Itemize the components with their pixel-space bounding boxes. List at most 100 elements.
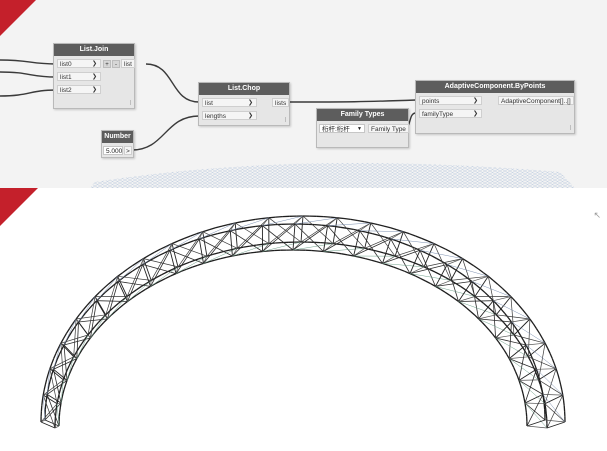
- truss-member: [54, 425, 60, 429]
- truss-member: [63, 344, 68, 381]
- truss-member: [46, 368, 51, 395]
- truss-member: [64, 380, 68, 386]
- truss-member: [525, 407, 527, 413]
- input-port-lengths[interactable]: lengths❯: [202, 111, 257, 120]
- corner-accent: [0, 0, 36, 36]
- truss-member: [55, 408, 57, 414]
- truss-member: [208, 259, 216, 263]
- truss-member: [493, 300, 531, 320]
- truss-member: [412, 261, 419, 266]
- arrow-right-icon: ❯: [91, 74, 97, 80]
- truss-member: [63, 332, 68, 339]
- truss-member: [544, 342, 549, 349]
- output-port-number[interactable]: >: [124, 146, 132, 155]
- output-port-lists[interactable]: lists: [272, 98, 290, 107]
- truss-member: [534, 370, 538, 376]
- truss-member: [42, 394, 56, 429]
- truss-member: [63, 384, 67, 390]
- truss-member: [364, 231, 404, 249]
- truss-member: [63, 318, 77, 346]
- input-port-list0[interactable]: list0❯: [57, 59, 101, 68]
- truss-member: [292, 223, 296, 251]
- truss-member: [524, 369, 537, 404]
- truss-member: [292, 243, 334, 251]
- node-adaptive-component-by-points[interactable]: AdaptiveComponent.ByPoints points❯ famil…: [415, 80, 575, 134]
- input-port-family-type[interactable]: familyType❯: [419, 109, 482, 118]
- truss-member: [193, 238, 200, 242]
- truss-member: [181, 242, 188, 247]
- node-number[interactable]: Number 5.000 >: [101, 130, 134, 158]
- truss-member: [60, 342, 75, 358]
- truss-member: [434, 271, 441, 276]
- truss-member: [212, 252, 220, 256]
- truss-member: [268, 249, 275, 252]
- truss-member: [471, 275, 489, 282]
- truss-member: [256, 243, 263, 246]
- truss-member: [524, 402, 545, 405]
- wires: [0, 59, 417, 151]
- truss-member: [516, 338, 521, 344]
- truss-member: [528, 342, 546, 358]
- truss-member: [453, 297, 459, 303]
- truss-member: [113, 280, 119, 286]
- truss-member: [508, 344, 527, 359]
- truss-member: [538, 379, 542, 385]
- truss-member: [230, 230, 263, 252]
- truss-member: [450, 279, 457, 285]
- truss-member: [447, 258, 463, 265]
- node-list-join[interactable]: List.Join list0❯ list1❯ list2❯ + - list …: [53, 43, 135, 109]
- truss-member: [327, 217, 338, 226]
- truss-member: [78, 349, 83, 355]
- family-type-dropdown[interactable]: 桁杆:桁杆 ▼: [319, 124, 365, 133]
- truss-member: [189, 233, 197, 237]
- truss-member: [527, 318, 531, 357]
- model-viewport[interactable]: ↖: [0, 188, 607, 451]
- node-family-types[interactable]: Family Types 桁杆:桁杆 ▼ Family Type: [316, 108, 409, 148]
- graph-canvas[interactable]: List.Join list0❯ list1❯ list2❯ + - list …: [0, 0, 607, 188]
- output-port-family-type[interactable]: Family Type: [368, 124, 409, 133]
- remove-input-button[interactable]: -: [112, 60, 120, 68]
- input-port-list1[interactable]: list1❯: [57, 72, 101, 81]
- truss-member: [66, 365, 70, 371]
- truss-member: [518, 379, 539, 381]
- truss-member: [435, 285, 441, 290]
- truss-member: [544, 368, 557, 404]
- truss-member: [126, 258, 144, 297]
- number-input[interactable]: 5.000: [103, 146, 123, 155]
- truss-member: [248, 218, 256, 222]
- truss-member: [435, 286, 475, 297]
- truss-member: [335, 252, 342, 255]
- truss-member: [262, 225, 294, 251]
- truss-member: [383, 225, 391, 229]
- truss-member: [323, 225, 329, 252]
- truss-member: [323, 230, 360, 252]
- input-port-points[interactable]: points❯: [419, 96, 482, 105]
- truss-member: [49, 368, 58, 404]
- truss-member: [79, 309, 84, 315]
- input-port-list2[interactable]: list2❯: [57, 85, 101, 94]
- truss-member: [516, 375, 520, 381]
- truss-member: [518, 304, 524, 311]
- truss-member: [83, 341, 88, 347]
- truss-member: [78, 343, 83, 349]
- truss-member: [511, 321, 546, 344]
- truss-member: [117, 276, 128, 297]
- truss-member: [382, 263, 425, 268]
- truss-member: [230, 217, 269, 231]
- truss-member: [148, 251, 155, 256]
- node-list-chop[interactable]: List.Chop list❯ lengths❯ lists |: [198, 82, 290, 126]
- truss-member: [406, 259, 413, 263]
- truss-member: [382, 249, 421, 264]
- truss-member: [524, 402, 548, 429]
- truss-member: [478, 318, 483, 323]
- truss-member: [46, 394, 62, 404]
- truss-member: [122, 268, 129, 274]
- output-port-list[interactable]: list: [121, 59, 135, 68]
- output-port-adaptive-component[interactable]: AdaptiveComponent[]..[]: [498, 96, 574, 105]
- truss-member: [150, 276, 157, 281]
- truss-member: [499, 318, 505, 324]
- add-input-button[interactable]: +: [103, 60, 111, 68]
- truss-member: [268, 216, 276, 219]
- input-port-list[interactable]: list❯: [202, 98, 257, 107]
- truss-member: [46, 380, 68, 395]
